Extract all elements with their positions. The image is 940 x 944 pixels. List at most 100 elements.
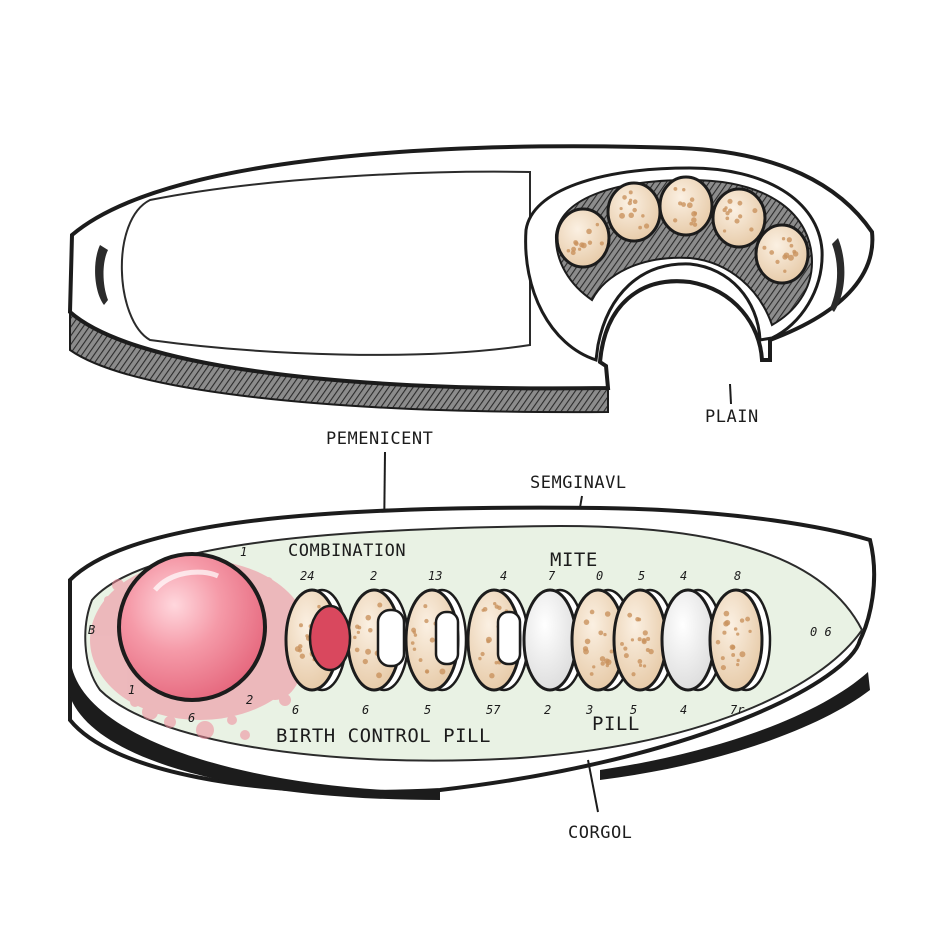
pill-speckle [604, 611, 611, 617]
pill-speckle [623, 646, 628, 651]
big-pink-pill [117, 552, 267, 702]
pill-speckle [423, 604, 428, 609]
row-pill [708, 588, 772, 692]
pill-number-bottom: 57 [486, 703, 501, 717]
pill-speckle [681, 202, 686, 207]
pill-speckle [603, 632, 607, 637]
pill-speckle [787, 254, 794, 261]
pill-speckle [577, 247, 582, 251]
pill-speckle [425, 670, 429, 674]
pill-speckle [722, 208, 727, 213]
pill-speckle [478, 656, 482, 661]
top-pill [606, 181, 662, 243]
pill-speckle [377, 602, 383, 608]
small-pink-pill-body [308, 604, 352, 672]
pill-speckle [299, 653, 306, 659]
pill-speckle [686, 202, 693, 209]
num-big-pill-b: 6 [188, 711, 195, 725]
pill-number-top: 5 [638, 569, 645, 583]
pill-speckle [725, 216, 730, 221]
top-case-window [120, 170, 531, 356]
pill-speckle [734, 218, 740, 224]
bottom-case [68, 505, 877, 800]
pill-number-top: 24 [300, 569, 314, 583]
pill-speckle [368, 627, 373, 633]
pill-speckle [673, 187, 678, 191]
pill-speckle [586, 228, 592, 235]
pill-speckle [595, 222, 600, 227]
pill-speckle [605, 663, 610, 668]
pill-speckle [720, 665, 726, 671]
pill-speckle [410, 641, 415, 645]
pill-number-bottom: 6 [362, 703, 369, 717]
pill-speckle [630, 638, 635, 642]
label-mite: MITE [550, 549, 598, 571]
pill-speckle [637, 637, 642, 642]
top-case [67, 144, 875, 414]
num-big-pill-bl: 1 [128, 683, 135, 697]
label-corgol: CORGOL [568, 823, 632, 843]
num-big-pill-left: B [88, 623, 95, 637]
pill-speckle [733, 627, 738, 631]
pill-speckle [691, 217, 697, 223]
row-pill [612, 588, 676, 692]
pill-speckle [365, 614, 372, 621]
top-pill [754, 223, 810, 285]
pill-speckle [748, 629, 752, 634]
pill-speckle [673, 218, 678, 223]
pill-speckle [737, 200, 743, 206]
pill-speckle [609, 649, 614, 654]
pill-speckle [376, 672, 382, 679]
top-pill [658, 175, 714, 237]
pill-speckle [439, 668, 446, 675]
pill-speckle [762, 245, 767, 250]
pill-speckle [789, 243, 794, 248]
num-big-pill-br: 2 [246, 693, 253, 707]
pill-speckle [494, 661, 499, 665]
pill-speckle [413, 633, 418, 637]
pill-number-top: 8 [734, 569, 741, 583]
pill-speckle [752, 208, 758, 214]
pill-speckle [745, 616, 751, 622]
pill-speckle [589, 672, 594, 676]
pill-speckle [493, 601, 497, 606]
top-pill [711, 187, 767, 249]
pill-speckle [362, 658, 368, 665]
pill-speckle [566, 248, 571, 253]
pill-speckle [782, 254, 788, 260]
row-pill-face [708, 588, 764, 692]
pill-speckle [689, 197, 695, 202]
row-pill [522, 588, 586, 692]
pill-speckle [623, 653, 629, 659]
label-pemenicent: PEMENICENT [326, 429, 433, 449]
corgol-leader [587, 759, 599, 813]
pill-speckle [628, 190, 633, 195]
pill-speckle [424, 618, 429, 624]
pill-speckle [635, 617, 640, 622]
small-pink-pill [308, 604, 352, 672]
pill-speckle [298, 623, 303, 628]
pill-number-top: 13 [428, 569, 442, 583]
pill-speckle [781, 237, 786, 241]
pill-speckle [632, 199, 638, 205]
pill-speckle [481, 608, 485, 612]
pill-speckle [731, 653, 736, 657]
pill-speckle [689, 221, 694, 226]
pill-speckle [627, 200, 632, 206]
pill-speckle [715, 639, 721, 645]
pill-speckle [646, 636, 651, 641]
num-right-end: 0 6 [810, 625, 832, 639]
pill-speckle [619, 212, 625, 219]
pill-speckle [627, 612, 633, 618]
pill-speckle [738, 214, 743, 219]
pill-speckle [497, 605, 502, 610]
top-case-left-slot [95, 245, 108, 305]
pill-number-bottom: 4 [680, 703, 687, 717]
pill-speckle [317, 604, 321, 609]
pill-number-top: 4 [500, 569, 507, 583]
pill-speckle [775, 259, 780, 264]
big-pink-pill-shine [153, 569, 220, 592]
pill-speckle [587, 240, 593, 245]
pill-number-top: 7 [548, 569, 556, 583]
pill-speckle [632, 207, 637, 213]
